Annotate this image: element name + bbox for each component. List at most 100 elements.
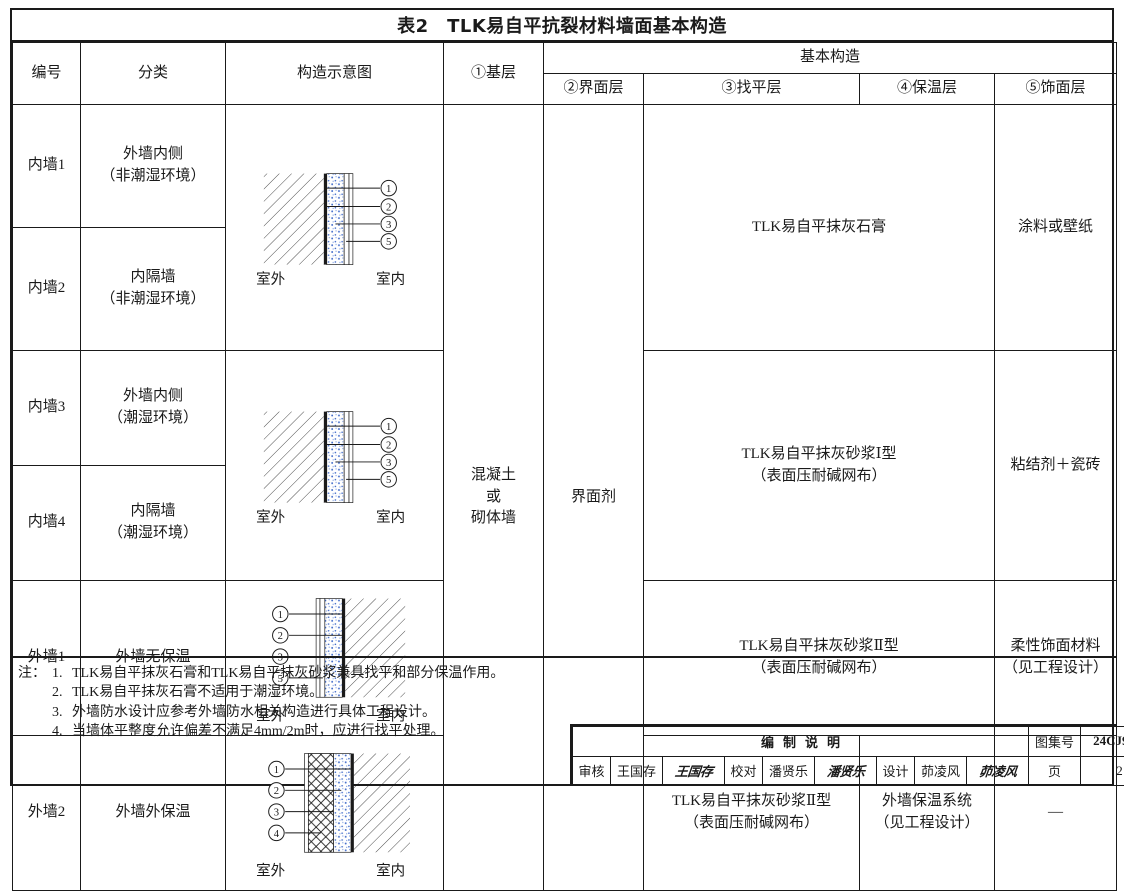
header-group-basic-construction: 基本构造 [544, 43, 1117, 74]
signature-reviewer: 王国存 [661, 756, 726, 786]
cell-leveling-group-4-line1: TLK易自平抹灰砂浆Ⅱ型 [647, 791, 856, 813]
role-label-designer: 设计 [877, 756, 915, 786]
header-substrate: ①基层 [444, 43, 544, 105]
page-title: 表2 TLK易自平抗裂材料墙面基本构造 [397, 12, 727, 38]
notes-block: 注： 1. TLK易自平抹灰石膏和TLK易自平抹灰砂浆兼具找平和部分保温作用。 … [12, 656, 1116, 734]
row-category-3: 外墙内侧 （潮湿环境） [81, 351, 226, 466]
svg-text:室内: 室内 [376, 509, 405, 526]
cell-leveling-group-2: TLK易自平抹灰砂浆Ⅰ型 （表面压耐碱网布） [644, 351, 995, 581]
cell-substrate-line2: 或 [447, 487, 540, 509]
cell-insulation-group-4-line2: （见工程设计） [863, 813, 991, 835]
signature-designer: 茆凌风 [965, 756, 1030, 786]
cell-insulation-group-4-line1: 外墙保温系统 [863, 791, 991, 813]
header-code: 编号 [13, 43, 81, 105]
notes-indent [18, 703, 52, 722]
note-4-number: 4. [52, 722, 72, 741]
note-item: 注： 1. TLK易自平抹灰石膏和TLK易自平抹灰砂浆兼具找平和部分保温作用。 [18, 664, 1116, 683]
row-category-1-line2: （非潮湿环境） [84, 166, 222, 188]
svg-text:2: 2 [386, 203, 391, 214]
svg-text:3: 3 [386, 458, 391, 469]
title-block-row-main: 编制说明 图集号 24CJ96-2 [573, 727, 1124, 757]
svg-text:室外: 室外 [256, 509, 285, 526]
note-1-text: TLK易自平抹灰石膏和TLK易自平抹灰砂浆兼具找平和部分保温作用。 [72, 664, 504, 683]
row-code-2: 内墙2 [13, 228, 81, 351]
note-2-text: TLK易自平抹灰石膏不适用于潮湿环境。 [72, 683, 323, 702]
title-block-row-signatures: 审核 王国存 王国存 校对 潘贤乐 潘贤乐 设计 茆凌风 茆凌风 页 2 [573, 756, 1124, 786]
diagram-cell-inner-wall-wet: 1 2 3 5 室外 室内 [226, 351, 444, 581]
construction-diagram-inner-wall-wet: 1 2 3 5 室外 室内 [229, 400, 440, 531]
cell-finish-group-2: 粘结剂＋瓷砖 [995, 351, 1117, 581]
cell-substrate-line1: 混凝土 [447, 465, 540, 487]
note-item: 2. TLK易自平抹灰石膏不适用于潮湿环境。 [18, 683, 1116, 702]
atlas-number-label: 图集号 [1029, 727, 1081, 757]
header-insulation-layer: ④保温层 [860, 74, 995, 105]
svg-text:1: 1 [274, 765, 279, 776]
row-category-4-line2: （潮湿环境） [84, 523, 222, 545]
svg-text:5: 5 [386, 237, 391, 248]
row-code-3: 内墙3 [13, 351, 81, 466]
row-category-1: 外墙内侧 （非潮湿环境） [81, 105, 226, 228]
cell-substrate-line3: 砌体墙 [447, 508, 540, 530]
row-category-2-line2: （非潮湿环境） [84, 289, 222, 311]
header-finish-layer: ⑤饰面层 [995, 74, 1117, 105]
role-name-reviewer: 王国存 [611, 756, 663, 786]
svg-text:4: 4 [274, 829, 280, 840]
title-block-table: 编制说明 图集号 24CJ96-2 审核 王国存 王国存 校对 潘贤乐 潘贤乐 … [572, 726, 1124, 786]
svg-text:2: 2 [274, 787, 279, 798]
note-2-number: 2. [52, 683, 72, 702]
signature-checker: 潘贤乐 [813, 756, 878, 786]
svg-text:室外: 室外 [256, 271, 285, 288]
notes-lead-label: 注： [18, 664, 52, 683]
page-label: 页 [1029, 756, 1081, 786]
row-category-4-line1: 内隔墙 [84, 501, 222, 523]
note-item: 3. 外墙防水设计应参考外墙防水相关构造进行具体工程设计。 [18, 703, 1116, 722]
note-3-number: 3. [52, 703, 72, 722]
atlas-number-value: 24CJ96-2 [1081, 727, 1124, 757]
drawing-sheet: 表2 TLK易自平抗裂材料墙面基本构造 编号 分类 构造示意图 ①基层 基本构造 [10, 8, 1114, 786]
row-category-6: 外墙外保温 [81, 736, 226, 891]
svg-text:室内: 室内 [376, 271, 405, 288]
note-3-text: 外墙防水设计应参考外墙防水相关构造进行具体工程设计。 [72, 703, 436, 722]
notes-indent [18, 722, 52, 741]
svg-text:2: 2 [278, 632, 283, 643]
row-category-2-line1: 内隔墙 [84, 267, 222, 289]
row-category-3-line1: 外墙内侧 [84, 386, 222, 408]
sheet-title-bar: 表2 TLK易自平抗裂材料墙面基本构造 [12, 10, 1112, 42]
svg-text:1: 1 [386, 422, 391, 433]
page-number: 2 [1081, 756, 1124, 786]
svg-text:5: 5 [386, 475, 391, 486]
svg-text:3: 3 [386, 220, 391, 231]
table-header-row-1: 编号 分类 构造示意图 ①基层 基本构造 [13, 43, 1117, 74]
diagram-cell-exterior-wall-with-insulation: 1 2 3 4 室外 室内 [226, 736, 444, 891]
svg-text:2: 2 [386, 441, 391, 452]
row-code-6: 外墙2 [13, 736, 81, 891]
role-name-checker: 潘贤乐 [763, 756, 815, 786]
svg-text:室内: 室内 [376, 863, 405, 880]
role-label-checker: 校对 [725, 756, 763, 786]
cell-leveling-group-3-line1: TLK易自平抹灰砂浆Ⅱ型 [647, 636, 991, 658]
row-category-2: 内隔墙 （非潮湿环境） [81, 228, 226, 351]
row-category-3-line2: （潮湿环境） [84, 408, 222, 430]
note-4-text: 当墙体平整度允许偏差不满足4mm/2m时，应进行找平处理。 [72, 722, 445, 741]
header-category: 分类 [81, 43, 226, 105]
cell-leveling-group-4-line2: （表面压耐碱网布） [647, 813, 856, 835]
svg-text:1: 1 [278, 610, 283, 621]
role-label-reviewer: 审核 [573, 756, 611, 786]
cell-leveling-group-2-line1: TLK易自平抹灰砂浆Ⅰ型 [647, 444, 991, 466]
cell-finish-group-1: 涂料或壁纸 [995, 105, 1117, 351]
construction-diagram-exterior-with-insulation: 1 2 3 4 室外 室内 [229, 740, 440, 885]
diagram-cell-inner-wall-dry: 1 2 3 5 室外 室内 [226, 105, 444, 351]
cell-substrate: 混凝土 或 砌体墙 [444, 105, 544, 891]
svg-text:室外: 室外 [256, 863, 285, 880]
row-category-4: 内隔墙 （潮湿环境） [81, 466, 226, 581]
cell-finish-group-3-line1: 柔性饰面材料 [998, 636, 1113, 658]
document-title: 编制说明 [573, 727, 1029, 757]
header-leveling-layer: ③找平层 [644, 74, 860, 105]
construction-diagram-inner-wall-dry: 1 2 3 5 室外 室内 [229, 162, 440, 293]
header-diagram: 构造示意图 [226, 43, 444, 105]
table-row: 内墙1 外墙内侧 （非潮湿环境） [13, 105, 1117, 228]
cell-leveling-group-1: TLK易自平抹灰石膏 [644, 105, 995, 351]
note-1-number: 1. [52, 664, 72, 683]
title-block: 编制说明 图集号 24CJ96-2 审核 王国存 王国存 校对 潘贤乐 潘贤乐 … [570, 724, 1116, 786]
role-name-designer: 茆凌风 [915, 756, 967, 786]
